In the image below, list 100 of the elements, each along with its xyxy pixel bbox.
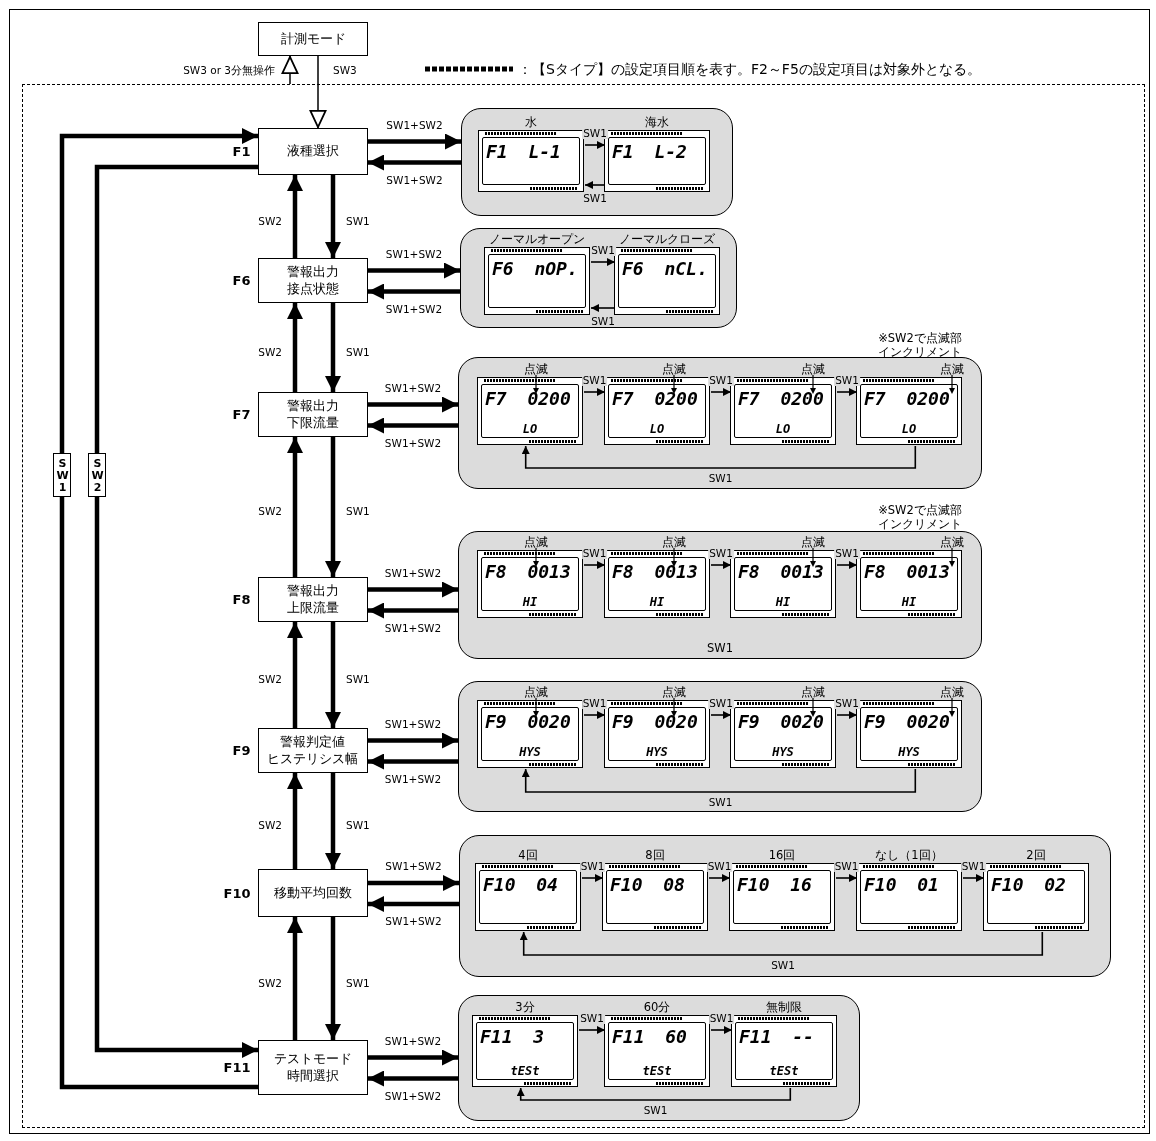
segment-readout: F10 01 [864,875,939,895]
arrow [325,917,341,1040]
function-code-label: F11 [223,1059,251,1077]
edge-label: SW1+SW2 [383,772,443,785]
arrow [583,388,606,396]
segment-label: HYS [518,746,542,759]
edge-label: SW1+SW2 [383,436,443,449]
arrow [287,175,303,258]
edge-label: SW1 [707,796,734,808]
segment-readout: F11 -- [739,1027,814,1047]
edge-label: SW1 [345,819,371,831]
edge-label: SW1+SW2 [383,1089,443,1102]
display-panel [460,107,733,216]
note-text: ※SW2で点滅部インクリメント [878,503,962,531]
segment-readout: F8 0013 [864,562,950,582]
arrow [368,396,458,413]
edge-label: SW1 [834,697,860,709]
segment-label: tESt [509,1065,541,1078]
arrow [325,303,341,392]
arrow [325,773,341,869]
arrow [368,283,460,300]
edge-label: SW1 [581,547,608,559]
edge-label: SW1 [642,1104,669,1116]
segment-readout: F7 0200 [738,389,824,409]
display-caption: 2回 [1025,848,1047,862]
arrow [368,581,458,598]
edge-label: SW1 [706,860,733,872]
arrow [519,931,1044,956]
display-caption: 点滅 [800,535,825,549]
edge-label: SW3 [332,64,358,76]
segment-label: HYS [645,746,669,759]
arrow [962,874,985,882]
arrow [521,768,917,793]
arrow [368,154,461,171]
edge-label: SW1 [579,860,606,872]
segment-readout: F1 L-1 [486,142,561,162]
edge-label: SW1 [345,345,371,358]
edge-label: SW2 [88,453,106,497]
edge-label: SW1 [582,127,608,139]
arrow [287,437,303,577]
segment-label: HI [648,596,666,609]
arrow [368,602,458,619]
edge-label: SW1 [960,860,987,872]
arrow [368,753,458,770]
arrow [583,561,606,569]
arrow [708,874,731,882]
display-caption: 60分 [642,1000,672,1014]
function-code-label: F10 [223,884,251,903]
display-caption: ノーマルクローズ [618,232,716,246]
edge-label: SW1 [834,374,860,386]
segment-readout: F9 0020 [864,712,950,732]
edge-label: SW2 [257,673,283,685]
display-caption: 点滅 [800,685,825,699]
arrow [368,133,461,150]
segment-label: tESt [768,1065,800,1078]
segment-readout: F10 04 [483,875,558,895]
display-caption: 点滅 [524,535,549,549]
arrow [584,181,606,189]
arrow [287,773,303,869]
edge-label: SW1+SW2 [383,621,443,634]
edge-label: SW1+SW2 [385,173,444,186]
arrow [710,561,732,569]
display-caption: 点滅 [940,535,965,549]
display-panel [459,227,737,328]
display-caption: なし（1回） [874,848,944,862]
display-caption: 点滅 [661,535,686,549]
display-caption: 点滅 [661,685,686,699]
function-code-label: F9 [232,742,251,760]
display-caption: ノーマルオープン [488,232,586,246]
edge-label: SW1 [581,697,608,709]
edge-label: SW1 [581,374,608,386]
function-code-label: F6 [232,272,251,290]
segment-readout: F1 L-2 [612,142,687,162]
segment-readout: F9 0020 [738,712,824,732]
display-panel [457,994,860,1121]
edge-label: SW1+SW2 [383,381,443,394]
edge-label: SW2 [257,819,283,831]
display-panel [457,680,982,812]
edge-label: SW1 [345,976,371,989]
edge-label: SW1 [708,697,734,709]
segment-readout: F11 3 [480,1027,545,1047]
arrow [281,55,299,85]
arrow [368,896,459,912]
edge-label: SW1+SW2 [383,717,443,730]
arrow [710,388,732,396]
edge-label: SW2 [257,214,283,227]
edge-label: SW1+SW2 [384,247,444,260]
display-caption: 3分 [514,1000,536,1014]
arrow [578,1026,606,1034]
edge-label: SW1 [834,547,860,559]
display-caption: 点滅 [940,362,965,376]
box-label: 警報判定値ヒステリシス幅 [266,732,359,768]
arrow [584,141,606,149]
arrow [581,874,604,882]
edge-label: SW1 [345,505,371,517]
arrow [368,1070,458,1087]
arrow [590,304,616,312]
display-panel [457,356,982,489]
edge-label: SW2 [257,505,283,517]
display-caption: 無制限 [765,1000,803,1014]
